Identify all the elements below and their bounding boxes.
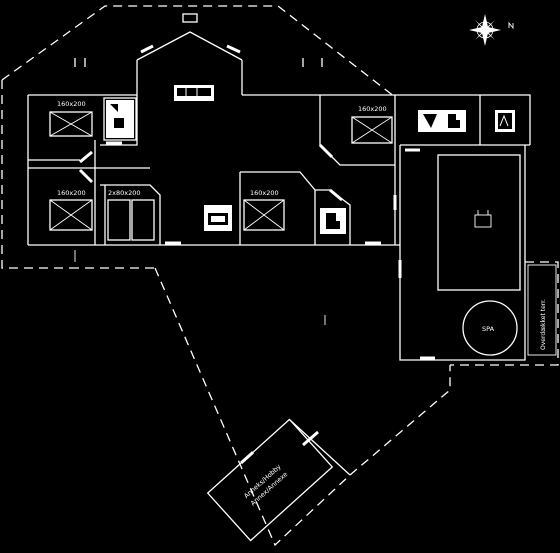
spa-tub xyxy=(462,300,518,356)
twin-bed-1 xyxy=(107,199,131,241)
terrace-label: Overdækket terr. xyxy=(540,299,547,350)
spa-label: SPA xyxy=(482,325,495,333)
bed-lower-left xyxy=(49,199,93,231)
bed-upper-left xyxy=(49,111,93,137)
stove-icon xyxy=(204,205,232,231)
bed-label-lower-left: 160x200 xyxy=(57,189,86,197)
living-room-walls xyxy=(136,13,243,95)
pool-icon xyxy=(474,214,492,228)
bed-label-twin: 2x80x200 xyxy=(108,189,141,197)
covered-terrace xyxy=(527,264,557,356)
toilet-icon-middle xyxy=(320,208,346,234)
pool xyxy=(437,154,521,291)
interior-walls xyxy=(27,94,531,361)
bed-upper-right xyxy=(351,116,393,144)
bed-label-middle: 160x200 xyxy=(250,189,279,197)
sauna-icon xyxy=(495,110,515,132)
shower-toilet-icon-left xyxy=(106,100,134,138)
beds: 160x200 160x200 2x80x200 160x200 160x200 xyxy=(49,100,393,241)
bed-label-upper-left: 160x200 xyxy=(57,100,86,108)
sofa-icon xyxy=(174,85,214,101)
compass-icon xyxy=(469,14,514,46)
bed-middle xyxy=(243,199,285,231)
shower-toilet-icon-right xyxy=(418,110,466,132)
furniture xyxy=(106,85,515,234)
pool-area: SPA Overdækket terr. xyxy=(437,154,557,356)
exterior-outline xyxy=(1,5,559,547)
bed-label-upper-right: 160x200 xyxy=(358,105,387,113)
twin-bed-2 xyxy=(131,199,155,241)
